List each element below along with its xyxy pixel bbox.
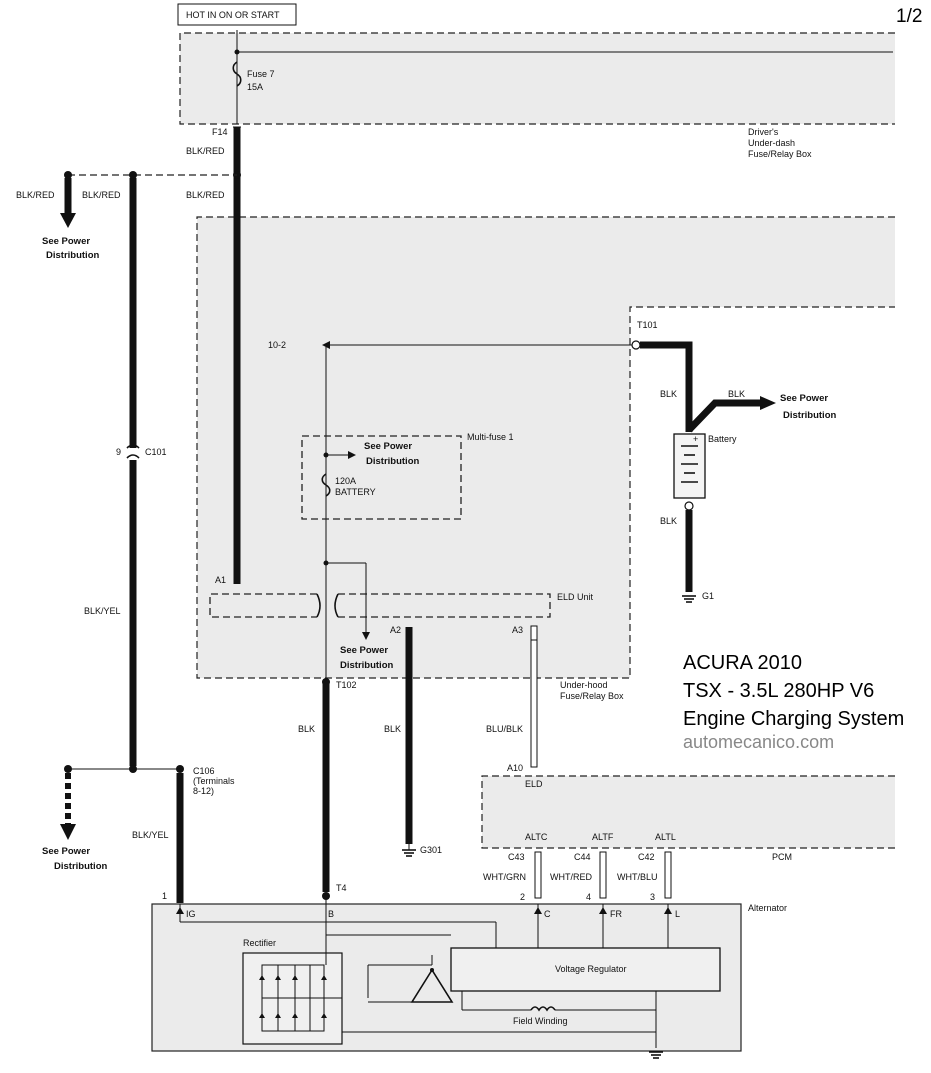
terminal-ig: IG: [186, 909, 196, 919]
connector-c106-terms: (Terminals: [193, 776, 235, 786]
drivers-box-label-1: Driver's: [748, 127, 779, 137]
pcm-altc: ALTC: [525, 832, 548, 842]
title-system: Engine Charging System: [683, 708, 904, 730]
connector-c106-range: 8-12): [193, 786, 214, 796]
connector-c42: C42: [638, 852, 655, 862]
connector-a2: A2: [390, 625, 401, 635]
field-winding-icon: [530, 1006, 556, 1012]
distribution-4: Distribution: [366, 456, 419, 467]
header-note: HOT IN ON OR START: [186, 10, 280, 20]
connector-eld: ELD: [525, 779, 543, 789]
drivers-box-label-3: Fuse/Relay Box: [748, 149, 812, 159]
multi-fuse-label: Multi-fuse 1: [467, 432, 514, 442]
terminal-fr: FR: [610, 909, 622, 919]
alternator-label: Alternator: [748, 903, 787, 913]
wire-label-blk-yel-1: BLK/YEL: [84, 606, 121, 616]
connector-a3: A3: [512, 625, 523, 635]
wire-label-blk-4: BLK: [728, 389, 745, 399]
wire-label-wht-red: WHT/RED: [550, 872, 592, 882]
drivers-underdash-fuse-box: [179, 32, 895, 125]
fuse-7-label: Fuse 7: [247, 69, 275, 79]
stator-winding: [367, 955, 454, 1003]
header-note-box: [177, 3, 297, 26]
title-model: TSX - 3.5L 280HP V6: [683, 680, 874, 702]
connector-c101-pin: 9: [116, 447, 121, 457]
reference-10-2: 10-2: [268, 340, 286, 350]
connector-a1: A1: [215, 575, 226, 585]
connector-t102: T102: [336, 680, 357, 690]
terminal-l: L: [675, 909, 680, 919]
wire-label-wht-blu: WHT/BLU: [617, 872, 658, 882]
voltage-regulator: [450, 947, 721, 992]
multi-fuse-rating: 120A: [335, 476, 356, 486]
connector-t101: T101: [637, 320, 658, 330]
connector-c101: C101: [145, 447, 167, 457]
pcm-label: PCM: [772, 852, 792, 862]
wire-label-blk-1: BLK: [298, 724, 315, 734]
drivers-box-label-2: Under-dash: [748, 138, 795, 148]
pin-3: 3: [650, 892, 655, 902]
wire-label-blk-3: BLK: [660, 389, 677, 399]
underhood-box-label-2: Fuse/Relay Box: [560, 691, 624, 701]
see-power-1: See Power: [42, 236, 90, 247]
ground-g301: G301: [420, 845, 442, 855]
see-power-4: See Power: [364, 441, 412, 452]
fuse-7-symbol: [232, 61, 242, 87]
rectifier-block: [242, 952, 343, 1045]
ground-g1: G1: [702, 591, 714, 601]
connector-c44: C44: [574, 852, 591, 862]
connector-c106: C106: [193, 766, 215, 776]
wire-label-blk-red-1: BLK/RED: [186, 146, 225, 156]
ground-g1-icon: [682, 595, 696, 603]
wire-label-wht-grn: WHT/GRN: [483, 872, 526, 882]
wire-label-blk-red-3: BLK/RED: [16, 190, 55, 200]
title-site: automecanico.com: [683, 732, 834, 752]
rectifier-label: Rectifier: [243, 938, 276, 948]
distribution-3: Distribution: [340, 660, 393, 671]
distribution-1: Distribution: [46, 250, 99, 261]
ground-g301-icon: [402, 844, 416, 857]
pin-2: 2: [520, 892, 525, 902]
underhood-box-label-1: Under-hood: [560, 680, 608, 690]
connector-c43: C43: [508, 852, 525, 862]
terminal-b: B: [328, 909, 334, 919]
title-make-year: ACURA 2010: [683, 652, 802, 674]
pcm-box: [481, 775, 895, 849]
battery-label: Battery: [708, 434, 737, 444]
field-winding-label: Field Winding: [513, 1016, 568, 1026]
wire-label-blk-red-2: BLK/RED: [186, 190, 225, 200]
connector-t4: T4: [336, 883, 347, 893]
multi-fuse-symbol: [321, 473, 331, 497]
page-number: 1/2: [896, 6, 922, 27]
wire-label-blu-blk: BLU/BLK: [486, 724, 523, 734]
wire-label-blk-red-4: BLK/RED: [82, 190, 121, 200]
pcm-altl: ALTL: [655, 832, 676, 842]
connector-c106-pin: 1: [162, 891, 167, 901]
connector-f14: F14: [212, 127, 228, 137]
svg-text:+: +: [693, 434, 698, 444]
connector-a10: A10: [507, 763, 523, 773]
ground-alternator-icon: [649, 1051, 663, 1059]
wire-label-blk-yel-2: BLK/YEL: [132, 830, 169, 840]
fuse-7-rating: 15A: [247, 82, 263, 92]
see-power-3: See Power: [340, 645, 388, 656]
battery-icon: +: [673, 433, 706, 499]
multi-fuse-name: BATTERY: [335, 487, 376, 497]
wire-label-blk-5: BLK: [660, 516, 677, 526]
pcm-altf: ALTF: [592, 832, 614, 842]
eld-unit-label: ELD Unit: [557, 592, 594, 602]
see-power-5: See Power: [780, 393, 828, 404]
terminal-c: C: [544, 909, 551, 919]
voltage-regulator-label: Voltage Regulator: [555, 964, 627, 974]
distribution-2: Distribution: [54, 861, 107, 872]
distribution-5: Distribution: [783, 410, 836, 421]
underhood-fuse-box: [196, 216, 895, 679]
see-power-2: See Power: [42, 846, 90, 857]
pin-4: 4: [586, 892, 591, 902]
wire-label-blk-2: BLK: [384, 724, 401, 734]
